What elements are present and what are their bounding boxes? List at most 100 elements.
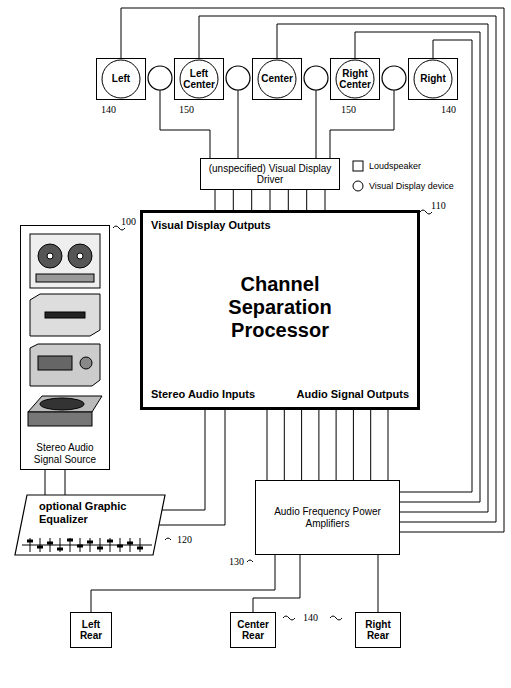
callout-number: 150: [340, 104, 357, 115]
node-text: Center Rear: [233, 619, 273, 642]
node-text: Stereo Audio Signal Source: [25, 442, 105, 465]
loudspeaker-box: Right Rear: [355, 612, 401, 648]
wire: [45, 470, 46, 495]
display-wire: [316, 90, 317, 158]
slider-knobs: [27, 540, 143, 549]
wire: [388, 410, 389, 480]
node-text: Visual Display Outputs: [151, 219, 271, 232]
wire: [288, 190, 289, 210]
loudspeaker-box: Center Rear: [230, 612, 276, 648]
callout-number: 110: [430, 200, 447, 211]
loudspeaker-box: Right Center: [330, 58, 380, 100]
wire: [378, 555, 379, 612]
speaker-circle: [258, 60, 296, 98]
wire: [162, 410, 205, 510]
legend-row: Loudspeaker: [352, 160, 421, 172]
wire-connector: [91, 555, 275, 612]
wire-connector: [121, 8, 504, 532]
wire: [336, 410, 337, 480]
visual-display-circle: [304, 66, 328, 90]
callout-number: 150: [178, 104, 195, 115]
wire: [65, 470, 66, 495]
loudspeaker-box: Right: [408, 58, 458, 100]
wire-connector: [159, 410, 225, 525]
legend-row: Visual Display device: [352, 180, 454, 192]
node-text: Channel Separation Processor: [143, 273, 417, 342]
tape-deck: [30, 234, 100, 288]
wire: [159, 410, 225, 525]
display-wire: [160, 90, 210, 158]
node-text: Left Rear: [73, 619, 109, 642]
receiver-knob: [80, 357, 92, 369]
wire: [253, 555, 300, 612]
source-box: Stereo Audio Signal Source: [20, 225, 110, 470]
equalizer-sliders: [22, 538, 152, 552]
process-box: Audio Frequency Power Amplifiers: [255, 480, 400, 555]
wire-connector: [378, 555, 379, 612]
equalizer-box: optional Graphic Equalizer: [15, 495, 165, 555]
wire: [233, 190, 234, 210]
speaker-circle: [414, 60, 452, 98]
wire-connector: [215, 190, 325, 210]
node-text: optional Graphic Equalizer: [39, 500, 155, 525]
wire: [353, 410, 354, 480]
wire: [270, 190, 271, 210]
wire: [306, 190, 307, 210]
turntable-top: [28, 396, 102, 412]
wire-connector: [253, 555, 300, 612]
wire: [267, 410, 268, 480]
wire: [91, 555, 275, 612]
tape-reel: [38, 244, 62, 268]
node-text: Left: [112, 73, 130, 85]
legend-shape: [353, 161, 363, 171]
reel-hub: [77, 253, 83, 259]
callout-tilde: [165, 538, 171, 540]
legend-swatch: [352, 160, 364, 172]
loudspeaker-box: Left: [96, 58, 146, 100]
callout-number: 140: [302, 612, 319, 623]
wire: [121, 8, 504, 532]
wire: [284, 410, 285, 480]
turntable-record: [40, 398, 84, 410]
equalizer-shape: [15, 495, 165, 555]
legend-text: Visual Display device: [369, 181, 454, 191]
node-text: Center: [261, 73, 293, 85]
speaker-circle: [102, 60, 140, 98]
receiver-display: [38, 356, 72, 370]
wire: [251, 190, 252, 210]
display-wires: [160, 90, 394, 158]
node-text: Audio Frequency Power Amplifiers: [262, 506, 393, 529]
display-wire: [238, 90, 239, 158]
callout-number: 140: [440, 104, 457, 115]
cd-tray: [45, 312, 85, 318]
wire: [325, 190, 326, 210]
slider-rail: [22, 545, 152, 546]
node-text: Stereo Audio Inputs: [151, 388, 255, 401]
slider-strokes: [30, 538, 140, 552]
receiver: [30, 344, 100, 386]
source-equipment: [28, 234, 102, 426]
node-text: Right Center: [333, 68, 377, 91]
process-box: (unspecified) Visual Display Driver: [200, 158, 340, 190]
wire-connector: [267, 410, 388, 480]
node-text: Right Rear: [358, 619, 398, 642]
tape-reel: [68, 244, 92, 268]
turntable-base: [28, 412, 92, 426]
callout-tilde: [247, 560, 253, 562]
visual-display-circle: [226, 66, 250, 90]
node-text: Audio Signal Outputs: [297, 388, 409, 401]
wire: [301, 410, 302, 480]
visual-display-circle: [382, 66, 406, 90]
legend-text: Loudspeaker: [369, 161, 421, 171]
wire: [215, 190, 216, 210]
callout-number: 130: [228, 556, 245, 567]
node-text: Left Center: [177, 68, 221, 91]
reel-hub: [47, 253, 53, 259]
legend-shape: [353, 181, 363, 191]
wire: [370, 410, 371, 480]
visual-display-circle: [148, 66, 172, 90]
cd-player: [30, 294, 100, 336]
legend-swatch: [352, 180, 364, 192]
processor-box: Visual Display OutputsChannel Separation…: [140, 210, 420, 410]
node-text: Right: [420, 73, 446, 85]
